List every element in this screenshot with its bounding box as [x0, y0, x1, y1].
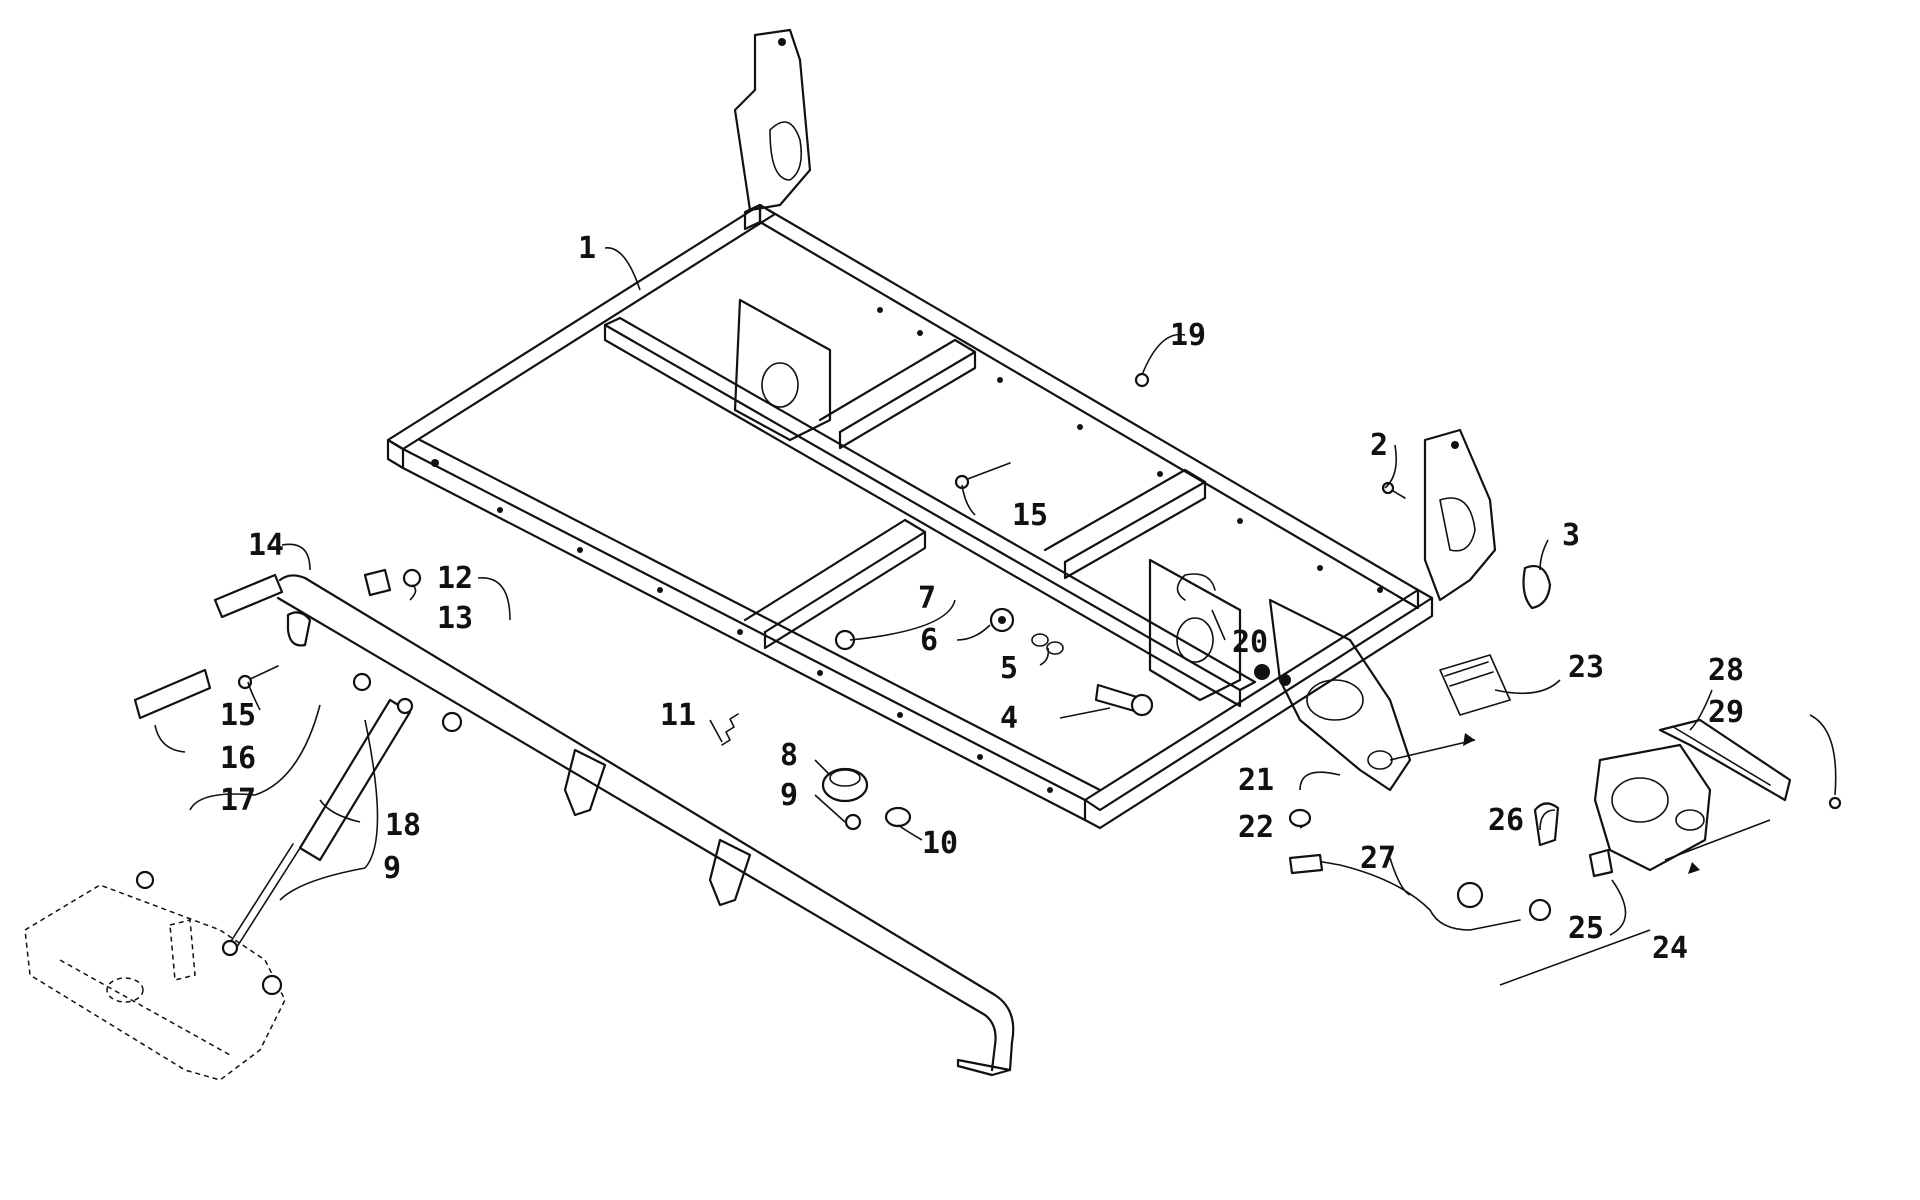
- callout-29: 29: [1708, 695, 1744, 730]
- hardware: [135, 372, 1842, 996]
- callout-26: 26: [1488, 803, 1524, 838]
- callout-7: 7: [918, 581, 936, 616]
- skid-plate: [24, 884, 286, 1081]
- callout-28: 28: [1708, 653, 1744, 688]
- bumper-bar: [133, 573, 1015, 1077]
- callout-11: 11: [660, 698, 696, 733]
- tail-light-assembly: [1288, 654, 1792, 986]
- callout-22: 22: [1238, 810, 1274, 845]
- callout-15-a: 15: [220, 698, 256, 733]
- gas-strut: [221, 697, 414, 957]
- callout-25: 25: [1568, 911, 1604, 946]
- callout-17: 17: [220, 783, 256, 818]
- callout-9-a: 9: [780, 778, 798, 813]
- callout-2: 2: [1370, 428, 1388, 463]
- callout-3: 3: [1562, 518, 1580, 553]
- callout-13: 13: [437, 601, 473, 636]
- leader-lines: [154, 247, 1837, 936]
- callout-19: 19: [1170, 318, 1206, 353]
- callout-6: 6: [920, 623, 938, 658]
- callout-21: 21: [1238, 763, 1274, 798]
- callout-10: 10: [922, 826, 958, 861]
- callout-5: 5: [1000, 651, 1018, 686]
- main-frame: [386, 28, 1497, 830]
- callout-18: 18: [385, 808, 421, 843]
- callout-15-b: 15: [1012, 498, 1048, 533]
- callout-14: 14: [248, 528, 284, 563]
- callout-labels: 1 2 3 4 5 6 7 8 9 9 10 11 12 13 14 15 15…: [220, 231, 1744, 966]
- callout-23: 23: [1568, 650, 1604, 685]
- callout-16: 16: [220, 741, 256, 776]
- callout-9-b: 9: [383, 851, 401, 886]
- callout-24: 24: [1652, 931, 1688, 966]
- callout-1: 1: [578, 231, 596, 266]
- callout-8: 8: [780, 738, 798, 773]
- callout-20: 20: [1232, 625, 1268, 660]
- callout-4: 4: [1000, 701, 1018, 736]
- callout-12: 12: [437, 561, 473, 596]
- callout-27: 27: [1360, 841, 1396, 876]
